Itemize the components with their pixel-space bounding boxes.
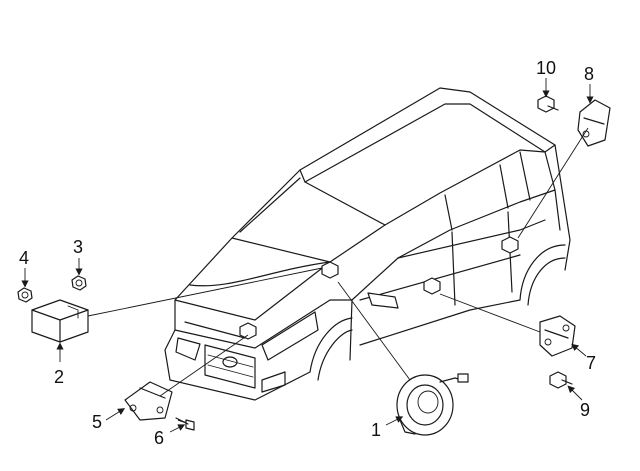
- callout-9: 9: [580, 400, 590, 420]
- callout-5: 5: [92, 412, 102, 432]
- sensor-marker-door-icon: [423, 277, 441, 295]
- vehicle-outline: [164, 87, 571, 401]
- callout-10: 10: [536, 58, 556, 78]
- callout-arrows: [21, 78, 594, 433]
- sensor-marker-hood-icon: [321, 261, 339, 279]
- callout-2: 2: [54, 367, 64, 387]
- bolt-9-part: [549, 371, 573, 389]
- bolt-6-part: [175, 417, 195, 431]
- side-sensor-part: [539, 315, 576, 357]
- callout-1: 1: [371, 420, 381, 440]
- callout-4: 4: [19, 248, 29, 268]
- nut-4-part: [17, 287, 33, 303]
- callout-labels: 1 2 3 4 5 6 7 8 9 10: [19, 58, 596, 448]
- control-module-part: [31, 299, 89, 343]
- callout-7: 7: [586, 353, 596, 373]
- nut-3-part: [71, 275, 87, 291]
- sensor-marker-front-icon: [239, 322, 257, 340]
- callout-3: 3: [73, 237, 83, 257]
- front-sensor-part: [124, 381, 173, 421]
- clock-spring-part: [396, 373, 469, 436]
- callout-6: 6: [154, 428, 164, 448]
- rear-sensor-part: [577, 99, 611, 147]
- callout-8: 8: [584, 64, 594, 84]
- bolt-10-part: [537, 95, 559, 113]
- sensor-marker-rear-icon: [501, 236, 519, 254]
- leader-lines: [87, 127, 589, 397]
